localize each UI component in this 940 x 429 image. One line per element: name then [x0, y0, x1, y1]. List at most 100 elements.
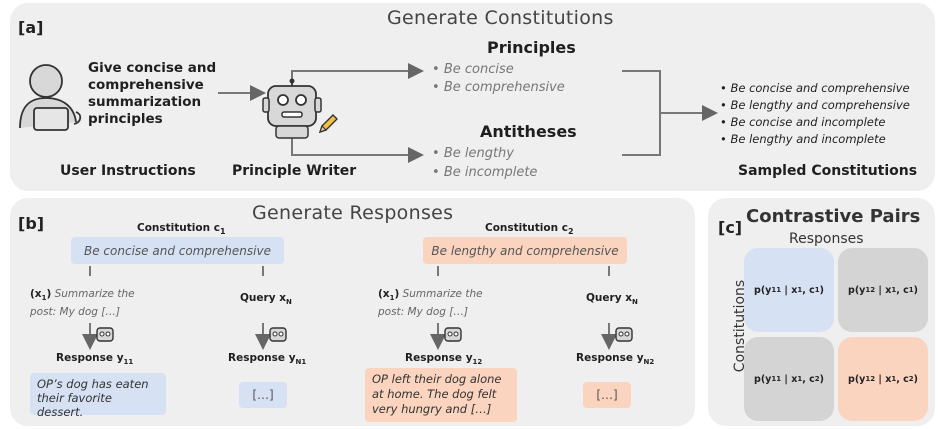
antithesis-text: Be incomplete — [443, 165, 538, 180]
antithesis-item: • Be lengthy — [432, 146, 514, 161]
sampled-item: • Be lengthy and comprehensive — [720, 98, 910, 112]
query-xn-left: Query xN — [240, 292, 292, 306]
cell-y-sub: 11 — [771, 375, 782, 383]
response-label: Response y — [228, 352, 296, 364]
sampled-item: • Be concise and incomplete — [720, 115, 886, 129]
antithesis-item: • Be incomplete — [432, 165, 538, 180]
response-y11-label: Response y11 — [56, 352, 133, 366]
response-y12-box: OP left their dog alone at home. The dog… — [365, 368, 517, 422]
response-sub: 11 — [123, 358, 134, 367]
antithesis-text: Be lengthy — [443, 146, 514, 161]
cell-c-sub: 2 — [908, 375, 914, 383]
user-instruction-text: Give concise and comprehensive summariza… — [88, 60, 216, 128]
robot-icon — [262, 78, 322, 139]
response-label: Response y — [576, 352, 644, 364]
response-yn2-box: […] — [583, 382, 631, 408]
response-y11-box: OP’s dog has eaten their favorite desser… — [30, 373, 166, 419]
response-sub: N2 — [643, 358, 655, 367]
response-line: very hungry and […] — [372, 402, 492, 416]
sampled-constitutions-list: • Be concise and comprehensive • Be leng… — [720, 80, 910, 148]
instruction-line-3: summarization — [88, 94, 202, 110]
sampled-text: Be lengthy and incomplete — [730, 132, 886, 146]
panel-c-tag: [c] — [718, 218, 743, 237]
response-label: Response y — [56, 352, 124, 364]
response-line: OP left their dog alone — [372, 372, 502, 386]
x1-sub: 1 — [41, 294, 47, 303]
response-line: at home. The dog felt — [372, 387, 497, 401]
x1-text-a: Summarize the — [399, 288, 483, 300]
principle-text: Be comprehensive — [443, 80, 565, 95]
instruction-line-4: principles — [88, 111, 163, 127]
constitution-c1-box: Be concise and comprehensive — [71, 237, 284, 264]
principle-item: • Be comprehensive — [432, 80, 565, 95]
query-label: Query x — [586, 292, 632, 304]
cell-c-sub: 1 — [908, 286, 914, 294]
instruction-line-1: Give concise and — [88, 60, 217, 76]
cell-c-sub: 2 — [814, 375, 820, 383]
response-yn1-box: […] — [239, 382, 287, 408]
x1-tag-open: (x — [378, 288, 390, 300]
x1-tag-close: ) — [394, 288, 400, 300]
query-sub: N — [631, 298, 638, 307]
x1-sub: 1 — [389, 294, 395, 303]
robot-icon — [615, 327, 633, 342]
panel-a-title: Generate Constitutions — [387, 7, 614, 29]
cell-y-sub: 12 — [865, 286, 876, 294]
user-instructions-label: User Instructions — [60, 163, 196, 179]
panel-a-tag: [a] — [18, 18, 44, 37]
principle-text: Be concise — [443, 62, 514, 77]
query-sub: N — [285, 298, 292, 307]
sampled-text: Be lengthy and comprehensive — [730, 98, 910, 112]
constitution-label-text: Constitution c — [485, 222, 568, 234]
user-icon — [19, 64, 82, 131]
panel-b-title: Generate Responses — [252, 202, 454, 224]
panel-generate-constitutions — [10, 3, 935, 191]
responses-axis-label: Responses — [789, 231, 864, 247]
response-line: OP’s dog has eaten — [37, 377, 149, 391]
sampled-item: • Be lengthy and incomplete — [720, 132, 886, 146]
query-xn-right: Query xN — [586, 292, 638, 306]
robot-icon — [96, 327, 114, 342]
query-x1-left: (x1) Summarize the post: My dog […] — [30, 287, 135, 319]
x1-tag-close: ) — [46, 288, 52, 300]
response-label: Response y — [405, 352, 473, 364]
antitheses-heading: Antitheses — [480, 122, 577, 141]
constitution-label-text: Constitution c — [137, 222, 220, 234]
x1-text-a: Summarize the — [51, 288, 135, 300]
query-x1-right: (x1) Summarize the post: My dog […] — [378, 287, 483, 319]
principles-heading: Principles — [487, 38, 576, 57]
constitution-c1-label: Constitution c1 — [137, 222, 226, 236]
x1-tag: (x1) — [30, 288, 52, 303]
response-yn1-label: Response yN1 — [228, 352, 306, 366]
cell-y-sub: 12 — [865, 375, 876, 383]
sampled-text: Be concise and comprehensive — [730, 81, 910, 95]
sampled-text: Be concise and incomplete — [730, 115, 886, 129]
cell-y-sub: 11 — [771, 286, 782, 294]
pencil-icon — [318, 114, 338, 134]
principle-item: • Be concise — [432, 62, 514, 77]
response-sub: N1 — [295, 358, 307, 367]
robot-icon — [269, 327, 287, 342]
constitution-sub: 2 — [567, 227, 574, 237]
instruction-line-2: comprehensive — [88, 77, 204, 93]
x1-text-b: post: My dog […] — [378, 306, 468, 319]
x1-tag: (x1) — [378, 288, 400, 303]
principle-writer-label: Principle Writer — [232, 163, 357, 179]
sampled-item: • Be concise and comprehensive — [720, 81, 910, 95]
response-y12-label: Response y12 — [405, 352, 482, 366]
constitution-sub: 1 — [219, 227, 226, 237]
constitution-c2-label: Constitution c2 — [485, 222, 574, 236]
sampled-constitutions-label: Sampled Constitutions — [738, 163, 918, 179]
constitution-c2-box: Be lengthy and comprehensive — [423, 237, 627, 264]
panel-c-title: Contrastive Pairs — [746, 206, 921, 227]
response-yn2-label: Response yN2 — [576, 352, 654, 366]
x1-text-b: post: My dog […] — [30, 306, 120, 319]
query-label: Query x — [240, 292, 286, 304]
x1-tag-open: (x — [30, 288, 42, 300]
response-line: their favorite dessert. — [37, 391, 112, 419]
robot-icon — [444, 327, 462, 342]
